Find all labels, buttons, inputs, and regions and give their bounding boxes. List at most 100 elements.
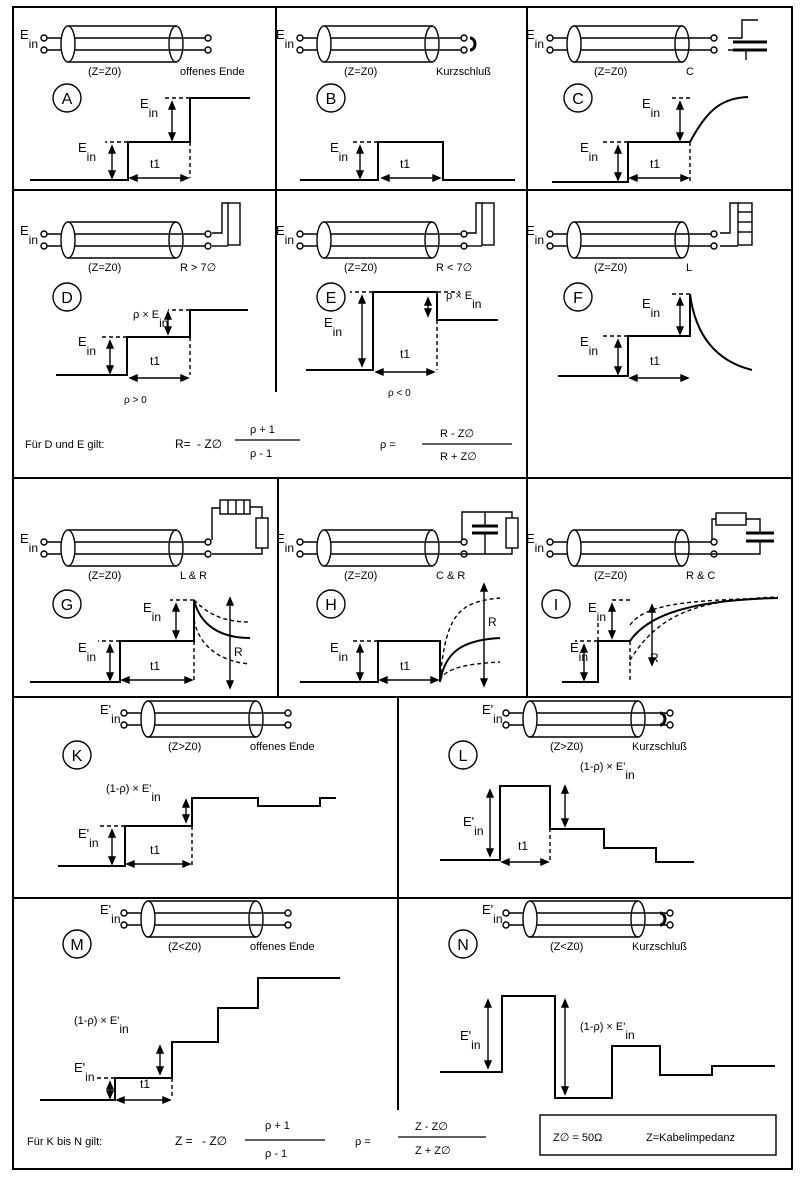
t1-arrows xyxy=(115,173,690,1105)
terminal-icon xyxy=(502,721,510,729)
amp-label-G-main: E xyxy=(78,640,87,655)
input-label-D-main: E xyxy=(20,223,29,238)
condition-label-E: ρ < 0 xyxy=(388,388,411,399)
cable-K xyxy=(120,700,292,738)
input-label-H: Ein xyxy=(276,531,294,555)
input-label-N-main: E' xyxy=(482,902,493,917)
amp-label-B: Ein xyxy=(330,140,348,164)
resistor-capacitor-icon xyxy=(711,512,774,555)
terminal-icon xyxy=(284,921,292,929)
reflection-label-K-main: (1-ρ) × E' xyxy=(106,783,151,795)
termination-label-C: C xyxy=(686,66,694,78)
outer-frame xyxy=(12,6,793,1170)
terminal-icon xyxy=(546,34,554,42)
panel-letter-D: D xyxy=(61,290,73,307)
waveform-D xyxy=(56,309,248,376)
termination-label-E: R < 7∅ xyxy=(436,262,472,274)
amp-label-K-sub: in xyxy=(89,836,98,850)
termination-label-M: offenes Ende xyxy=(250,941,315,953)
termination-label-B: Kurzschluß xyxy=(436,66,491,78)
terminal-icon xyxy=(284,709,292,717)
reflection-label-K-sub: in xyxy=(151,790,160,804)
t1-label-L: t1 xyxy=(518,839,528,853)
formula-de-rho-lhs: ρ = xyxy=(380,439,396,451)
short-circuit-icon xyxy=(659,711,667,727)
waveform-N xyxy=(440,995,775,1099)
terminal-icon xyxy=(296,550,304,558)
amp-label-N: E'in xyxy=(460,1028,481,1052)
terminations xyxy=(211,19,774,927)
waveform-G xyxy=(30,599,251,683)
amp-label-G-sub: in xyxy=(87,650,96,664)
impedance-label-H: (Z=Z0) xyxy=(344,570,377,582)
amp-label-C: Ein xyxy=(580,140,598,164)
amp-label-G: Ein xyxy=(78,640,96,664)
formula-de-rho-num: R - Z∅ xyxy=(440,428,474,440)
legend-z0: Z∅ = 50Ω xyxy=(553,1132,602,1144)
panel-texts: Ein(Z=Z0)offenes EndeAEinEint1Ein(Z=Z0)K… xyxy=(20,27,715,1091)
panel-badge-B xyxy=(316,83,346,113)
termination-label-H: C & R xyxy=(436,570,465,582)
impedance-label-L: (Z>Z0) xyxy=(550,741,583,753)
cable-A xyxy=(40,25,212,63)
amp-label-M-main: E' xyxy=(74,1060,85,1075)
reflection-label-M-sub: in xyxy=(119,1022,128,1036)
input-label-L-main: E' xyxy=(482,702,493,717)
reflection-label-I-sub: in xyxy=(597,610,606,624)
grid-lines xyxy=(12,6,793,1170)
amp-label-D: Ein xyxy=(78,334,96,358)
amp-label-H-main: E xyxy=(330,640,339,655)
amp-label-B-main: E xyxy=(330,140,339,155)
formula-de-r-den: ρ - 1 xyxy=(250,448,272,460)
terminal-icon xyxy=(710,230,718,238)
terminal-icon xyxy=(502,709,510,717)
legend: Z∅ = 50Ω Z=Kabelimpedanz xyxy=(553,1132,735,1144)
formula-de-intro: Für D und E gilt: xyxy=(25,439,104,451)
terminal-icon xyxy=(296,230,304,238)
reflection-label-G: Ein xyxy=(143,600,161,624)
amp-label-I-sub: in xyxy=(579,650,588,664)
input-label-A-main: E xyxy=(20,27,29,42)
terminal-icon xyxy=(460,34,468,42)
amp-label-D-sub: in xyxy=(87,344,96,358)
input-label-F: Ein xyxy=(526,223,544,247)
short-circuit-icon xyxy=(659,911,667,927)
amp-label-H: Ein xyxy=(330,640,348,664)
amp-label-L: E'in xyxy=(463,814,484,838)
panel-badge-H xyxy=(316,589,346,619)
reflection-label-N-main: (1-ρ) × E' xyxy=(580,1021,625,1033)
input-label-A-sub: in xyxy=(29,37,38,51)
terminal-icon xyxy=(710,34,718,42)
input-label-G: Ein xyxy=(20,531,38,555)
terminal-icon xyxy=(502,921,510,929)
panel-letter-F: F xyxy=(573,290,583,307)
input-label-H-sub: in xyxy=(285,541,294,555)
amp-label-N-sub: in xyxy=(471,1038,480,1052)
impedance-label-A: (Z=Z0) xyxy=(88,66,121,78)
termination-label-G: L & R xyxy=(180,570,207,582)
terminal-icon xyxy=(204,34,212,42)
termination-label-N: Kurzschluß xyxy=(632,941,687,953)
t1-label-C: t1 xyxy=(650,157,660,171)
panel-letter-C: C xyxy=(572,91,584,108)
terminal-icon xyxy=(40,538,48,546)
formula-de-r-lhs: R= xyxy=(175,437,191,451)
terminal-icon xyxy=(546,538,554,546)
amp-label-B-sub: in xyxy=(339,150,348,164)
reflection-label-L-sub: in xyxy=(625,768,634,782)
input-label-E-sub: in xyxy=(285,233,294,247)
panel-badge-A xyxy=(52,83,82,113)
panel-badge-G xyxy=(52,589,82,619)
panel-letter-H: H xyxy=(325,597,337,614)
terminal-icon xyxy=(120,909,128,917)
formula-kn-rho-den: Z + Z∅ xyxy=(415,1145,451,1157)
input-label-K: E'in xyxy=(100,702,121,726)
t1-label-H: t1 xyxy=(400,659,410,673)
legend-z: Z=Kabelimpedanz xyxy=(646,1132,735,1144)
cable-E xyxy=(296,221,468,259)
reflection-label-N: (1-ρ) × E'in xyxy=(580,1021,635,1042)
terminal-icon xyxy=(204,46,212,54)
termination-label-A: offenes Ende xyxy=(180,66,245,78)
panel-badge-I xyxy=(541,589,571,619)
terminal-icon xyxy=(546,242,554,250)
